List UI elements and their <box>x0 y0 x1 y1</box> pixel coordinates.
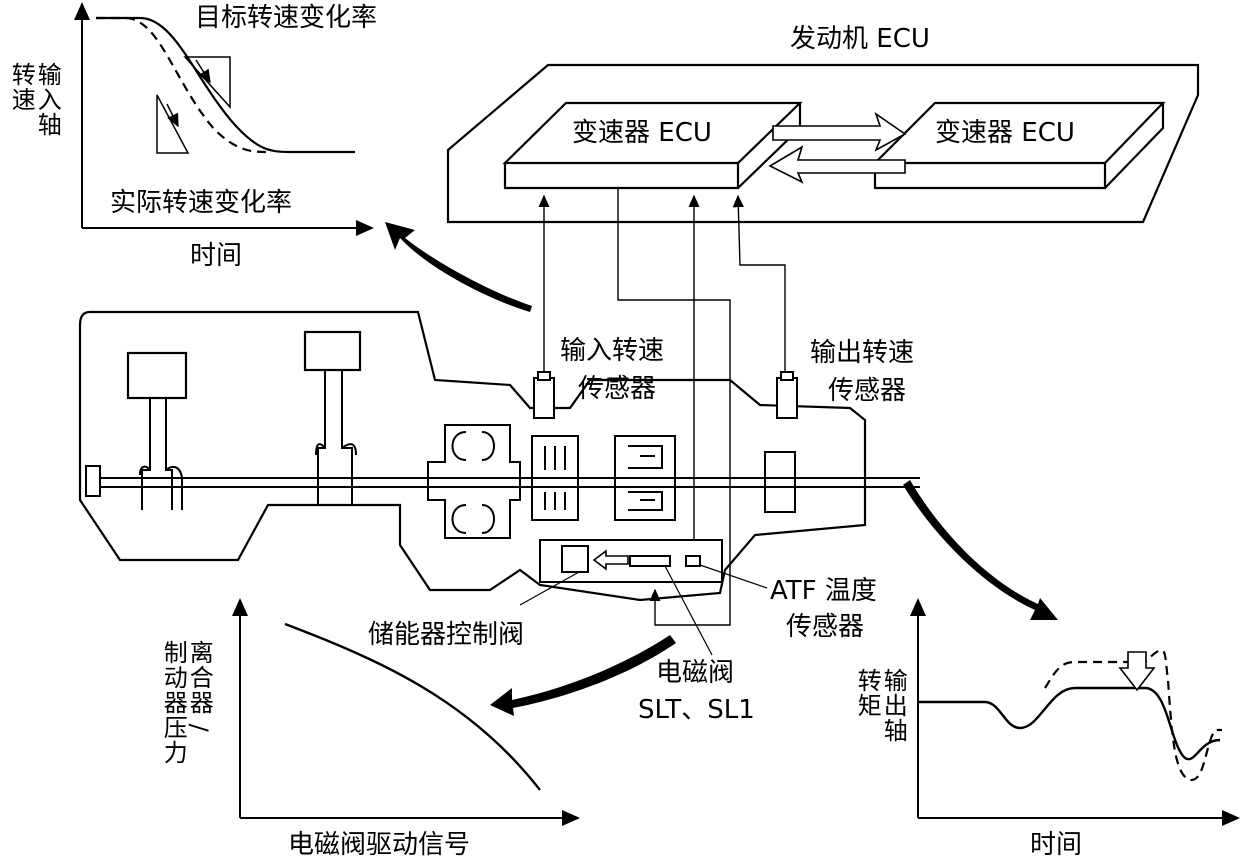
accumulator-valve <box>561 545 589 573</box>
input-speed-sensor-label-1: 输入转速 <box>560 336 665 366</box>
input-shaft <box>85 465 920 497</box>
solenoid-label-2: SLT、SL1 <box>638 695 755 725</box>
solenoid-label-1: 电磁阀 <box>656 658 735 688</box>
atf-sensor-label-2: 传感器 <box>786 612 865 642</box>
uncontrolled-torque-curve <box>1044 649 1222 782</box>
output-hub <box>764 451 796 513</box>
torque-converter <box>427 424 521 539</box>
torque-reduction-arrow <box>1118 651 1156 692</box>
output-speed-sensor-label-1: 输出转速 <box>810 338 915 368</box>
output-torque-graph <box>910 598 1240 826</box>
atf-temp-sensor <box>685 555 701 567</box>
torque-y-label-2: 转矩 <box>853 668 882 718</box>
curved-arrows <box>385 222 1058 716</box>
pressure-y-label-2: 制动器压力 <box>159 640 188 765</box>
clutch-pack-1 <box>531 435 579 521</box>
input-speed-sensor <box>533 377 555 419</box>
communication-arrows <box>768 111 907 184</box>
torque-x-label: 时间 <box>1030 830 1083 860</box>
valve-body <box>519 539 768 656</box>
actual-speed-label: 实际转速变化率 <box>110 188 293 218</box>
pressure-x-label: 电磁阀驱动信号 <box>288 830 471 860</box>
engine-ecu-label: 发动机 ECU <box>790 24 930 54</box>
atf-sensor-label-1: ATF 温度 <box>770 576 877 606</box>
tcu-left-label: 变速器 ECU <box>572 118 712 148</box>
input-speed-y-label-1: 输入轴 <box>33 62 62 137</box>
pressure-y-label-1: 离合器 / <box>185 640 214 733</box>
output-speed-sensor <box>776 377 798 419</box>
torque-y-label-1: 输出轴 <box>879 668 908 743</box>
input-speed-sensor-label-2: 传感器 <box>578 374 657 404</box>
accumulator-valve-label: 储能器控制阀 <box>368 620 525 650</box>
input-speed-x-label: 时间 <box>190 241 243 271</box>
engine-pistons <box>126 330 362 510</box>
signal-wires <box>538 188 786 626</box>
input-speed-graph <box>74 2 374 236</box>
pressure-graph <box>232 598 580 826</box>
target-speed-curve <box>96 16 355 154</box>
tcu-right-block <box>872 101 1166 190</box>
target-speed-label: 目标转速变化率 <box>195 3 378 33</box>
clutch-pack-2 <box>614 435 676 521</box>
actual-rate-triangle <box>156 94 190 154</box>
engine-ecu-box <box>446 63 1200 224</box>
solenoid-valve <box>629 555 671 567</box>
speed-sensors <box>533 371 798 419</box>
tcu-right-label: 变速器 ECU <box>935 118 1075 148</box>
actual-torque-curve <box>918 686 1221 761</box>
transmission-housing <box>78 310 867 602</box>
output-speed-sensor-label-2: 传感器 <box>828 376 907 406</box>
input-speed-y-label-2: 转速 <box>7 62 36 112</box>
pressure-curve <box>284 622 541 791</box>
actual-speed-curve <box>96 16 271 154</box>
